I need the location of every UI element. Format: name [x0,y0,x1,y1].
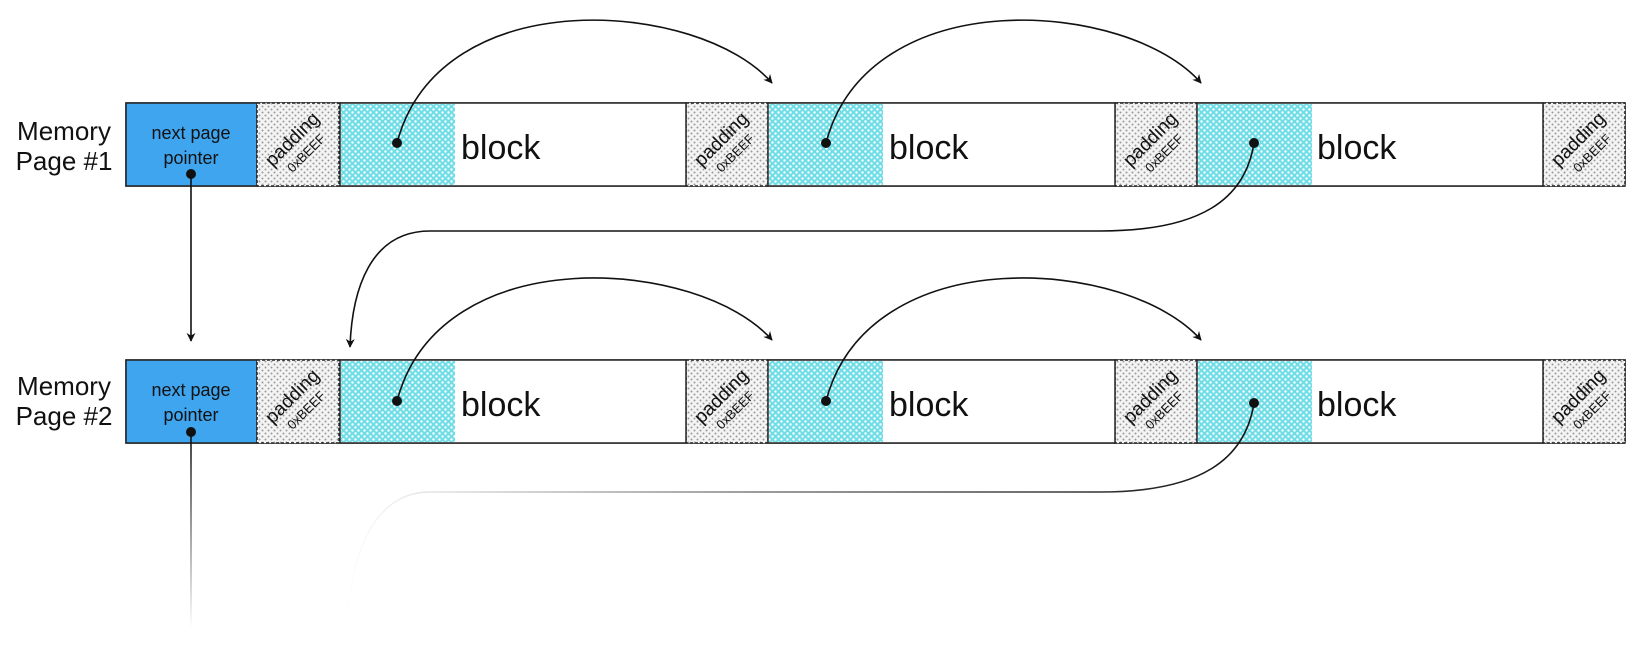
page-label-line1: Memory [17,371,111,401]
page-label-line2: Page #1 [16,146,113,176]
pointer-label-line1: next page [151,380,230,400]
pointer-label-line1: next page [151,123,230,143]
block-link-arrow [396,19,773,144]
memory-page-2: Memory Page #2 next page pointer padding… [16,359,1626,444]
block-label: block [889,129,969,167]
pointer-label-line2: pointer [163,405,218,425]
block-pointer-dot [821,396,831,406]
block-link-arrow [825,277,1202,402]
padding-cell: padding 0xBEEF [1114,359,1198,444]
block-pointer-dot [821,138,831,148]
padding-cell: padding 0xBEEF [685,102,769,187]
padding-cell: padding 0xBEEF [1114,102,1198,187]
padding-cell: padding 0xBEEF [685,359,769,444]
block-label: block [461,386,541,424]
block-pointer-dot [392,396,402,406]
block-pointer-dot [1249,398,1259,408]
block-label: block [889,386,969,424]
padding-cell: padding 0xBEEF [256,102,340,187]
block-link-arrow [825,19,1202,144]
block-cell: block [1196,359,1544,444]
continuing-block-link [344,402,1255,641]
block-pointer-dot [1249,138,1259,148]
pointer-dot [186,169,196,179]
block-cell: block [767,102,1116,187]
block-pointer-dot [392,138,402,148]
block-cell: block [1196,102,1544,187]
page-label-line2: Page #2 [16,401,113,431]
padding-cell: padding 0xBEEF [1542,359,1626,444]
block-label: block [1317,129,1397,167]
memory-page-1: Memory Page #1 next page pointer padding… [16,102,1626,187]
block-label: block [1317,386,1397,424]
block-label: block [461,129,541,167]
page-label-line1: Memory [17,116,111,146]
free-list-links [186,19,1259,641]
pointer-dot [186,427,196,437]
cross-page-link-arrow [345,142,1255,348]
block-cell: block [339,359,687,444]
block-cell: block [767,359,1116,444]
padding-cell: padding 0xBEEF [256,359,340,444]
pointer-label-line2: pointer [163,148,218,168]
padding-cell: padding 0xBEEF [1542,102,1626,187]
block-link-arrow [396,277,773,402]
block-cell: block [339,102,687,187]
continuing-next-page-line [190,432,192,628]
